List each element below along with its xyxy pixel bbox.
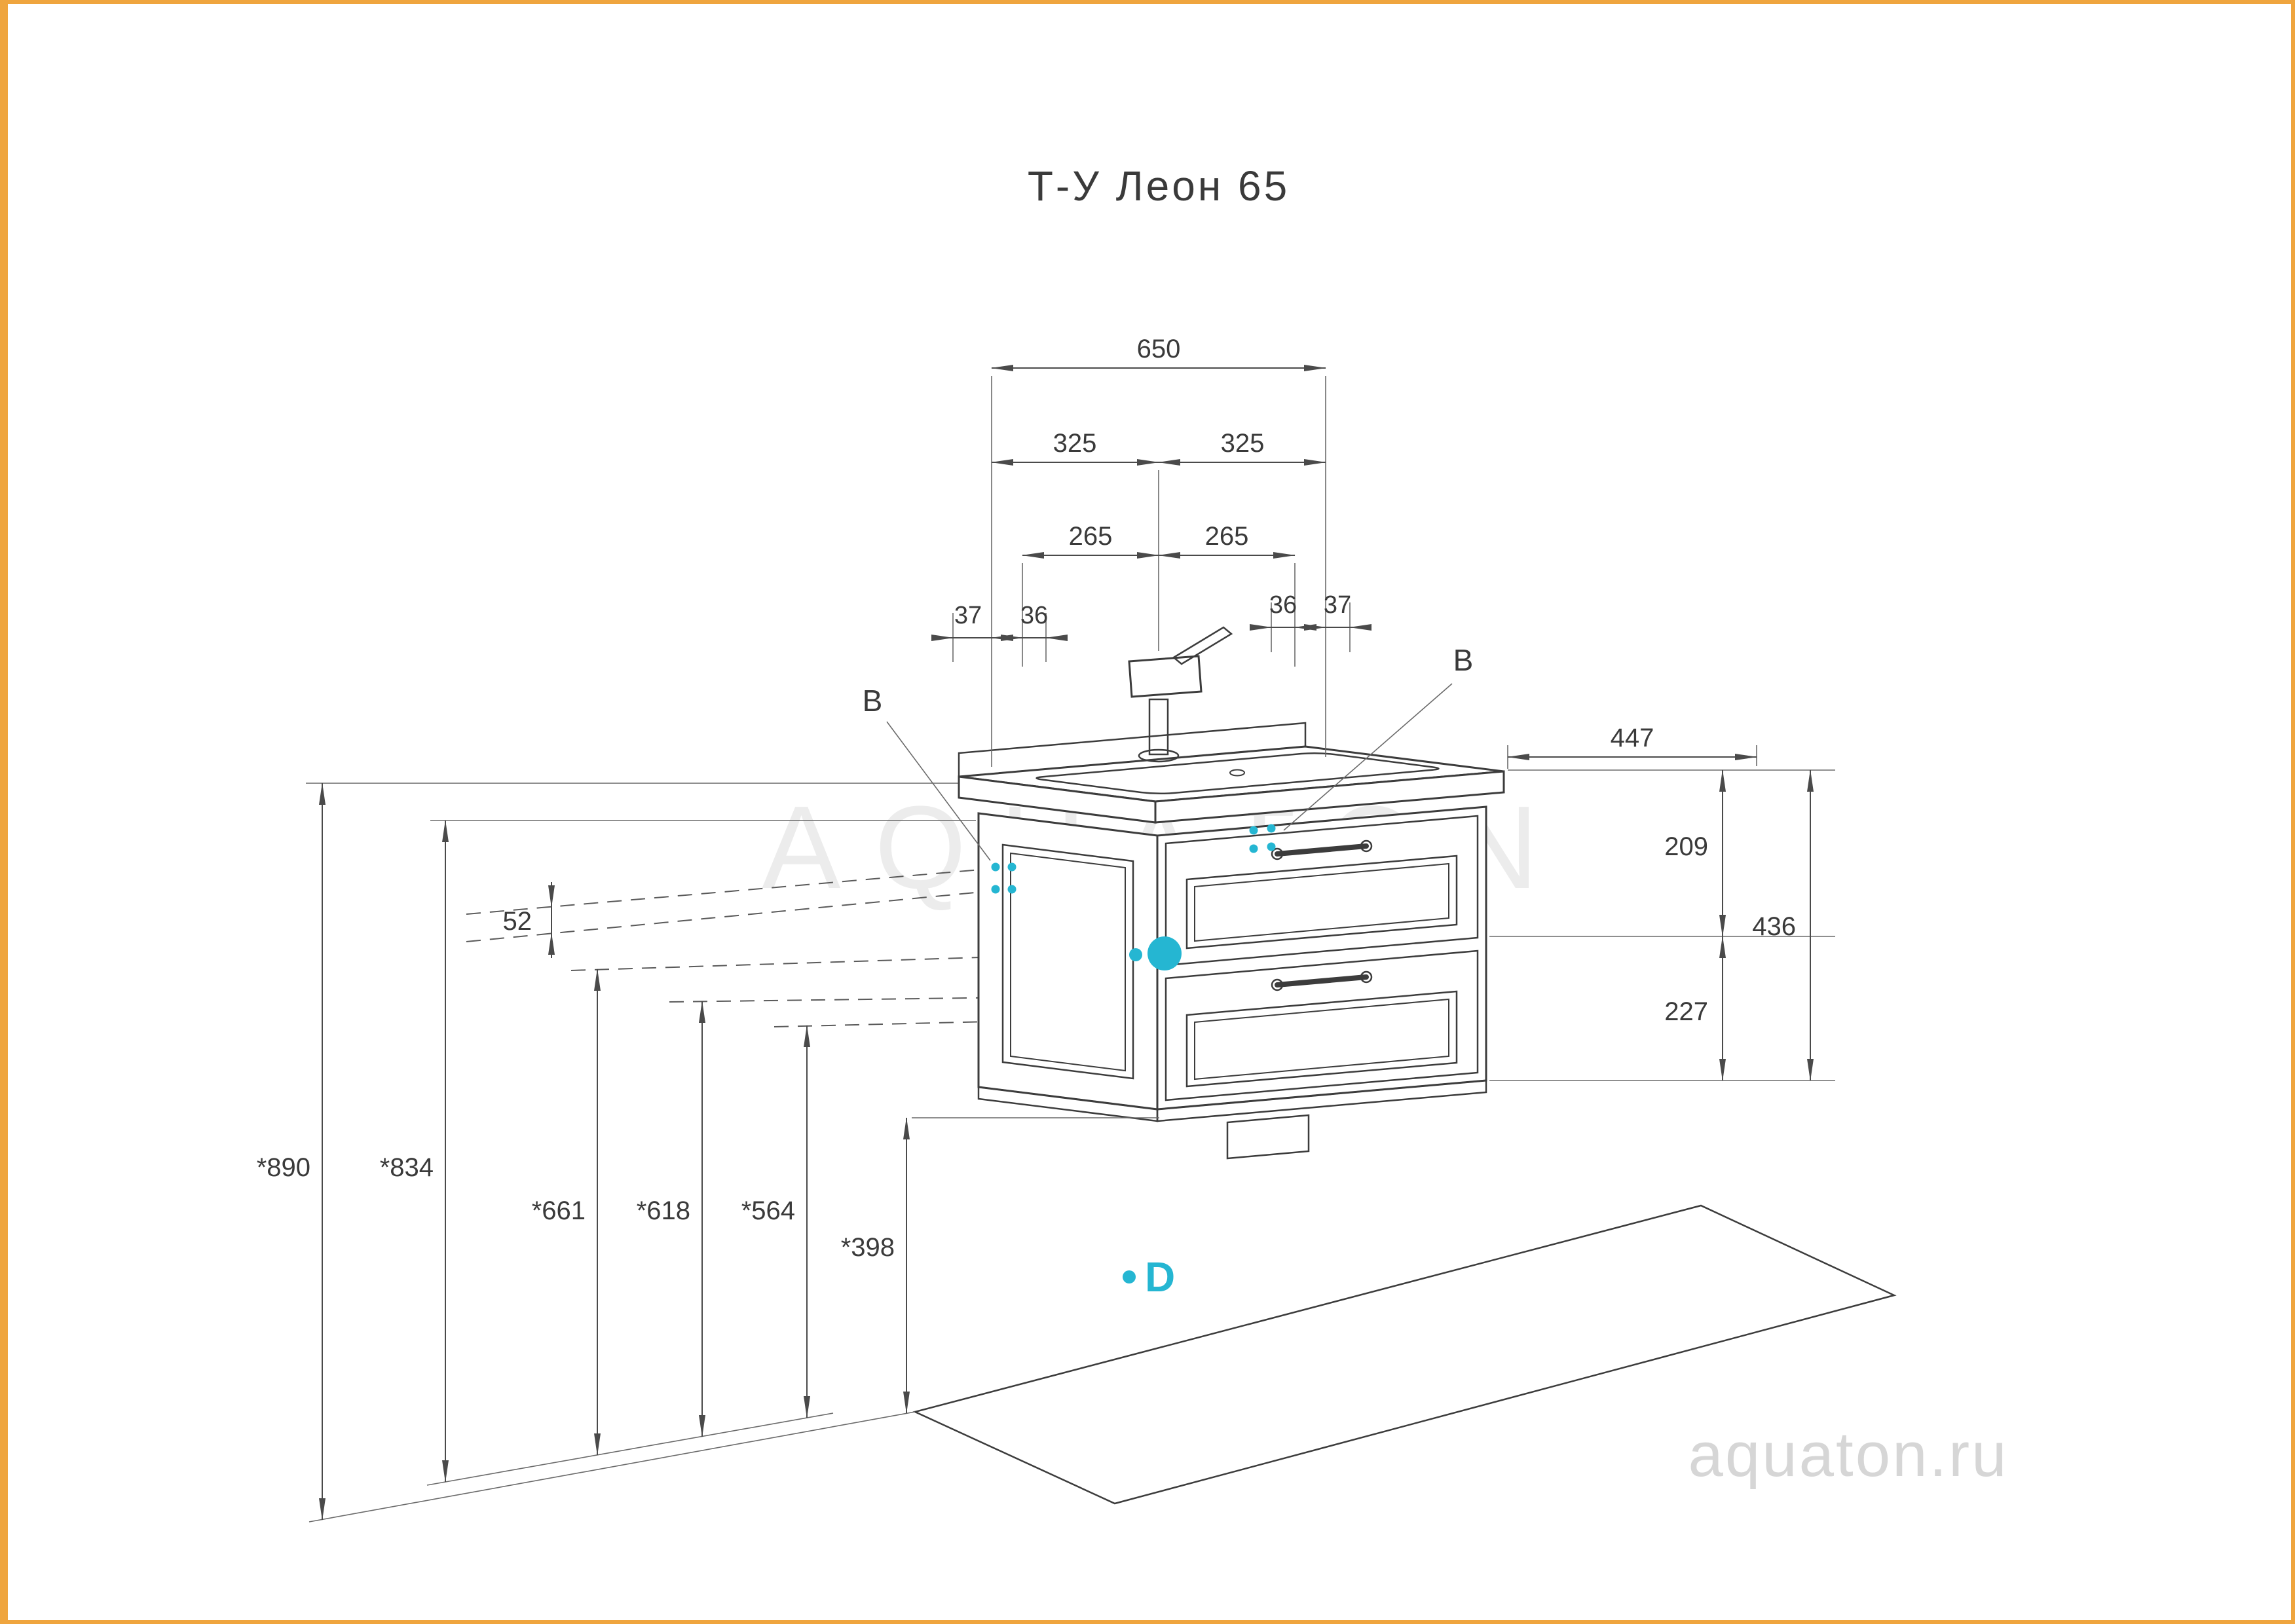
dim-447-label: 447	[1611, 724, 1654, 752]
dim-36-left-label: 36	[1020, 602, 1048, 629]
dimension-209: 209	[1664, 769, 1726, 937]
dim-36-right-label: 36	[1269, 591, 1297, 619]
dimension-618: *618	[637, 1001, 705, 1437]
dimension-661: *661	[532, 969, 601, 1456]
dimension-834: *834	[380, 820, 449, 1483]
dim-890-label: *890	[257, 1153, 310, 1182]
corner-fixing-marker	[1129, 936, 1182, 970]
dimension-325: 325 325	[991, 429, 1326, 651]
dim-325-right-label: 325	[1221, 429, 1265, 458]
floor-marker-d: D	[1145, 1253, 1175, 1301]
dim-227-label: 227	[1664, 997, 1708, 1026]
reference-lines-right	[1489, 769, 1835, 1081]
dimension-447: 447	[1507, 724, 1757, 769]
dim-37-right-label: 37	[1324, 591, 1351, 619]
floor-outline	[308, 1204, 1897, 1522]
dimension-227: 227	[1664, 936, 1726, 1081]
dimension-650: 650	[991, 335, 1326, 767]
drawer-2	[1165, 950, 1479, 1101]
dimension-398: *398	[841, 1117, 1159, 1414]
dim-265-left-label: 265	[1069, 522, 1113, 551]
section-label-right: В	[1283, 643, 1474, 831]
floor-fixing-marker: D	[1123, 1253, 1175, 1301]
dim-209-label: 209	[1664, 832, 1708, 861]
dim-834-label: *834	[380, 1153, 434, 1182]
drain	[1229, 769, 1245, 777]
section-b-right-label: В	[1453, 643, 1474, 677]
dim-37-left-label: 37	[954, 602, 982, 629]
dim-52-label: 52	[503, 907, 532, 936]
section-b-left-label: В	[863, 684, 883, 718]
dimension-36-37-right: 36 37	[1250, 591, 1371, 652]
dim-618-label: *618	[637, 1196, 690, 1225]
drawer-2-handle	[1275, 974, 1369, 987]
dim-661-label: *661	[532, 1196, 586, 1225]
dim-436-label: 436	[1752, 912, 1796, 941]
page-title: Т-У Леон 65	[1028, 162, 1290, 210]
side-panel-frame-inner	[1010, 852, 1126, 1072]
dim-265-right-label: 265	[1205, 522, 1249, 551]
faucet	[1128, 626, 1233, 763]
dimension-890: *890	[257, 783, 326, 1521]
dimension-37-36-left: 37 36	[931, 602, 1068, 662]
side-face	[977, 812, 1159, 1111]
technical-drawing: AQUATON	[257, 162, 2008, 1522]
dim-650-label: 650	[1137, 335, 1181, 363]
dim-564-label: *564	[741, 1196, 795, 1225]
section-label-left: В	[863, 684, 991, 861]
sink-bowl	[1036, 752, 1440, 795]
dimension-52: 52	[503, 882, 555, 958]
dimension-436: 436	[1752, 769, 1814, 1081]
counter-left-edge	[958, 775, 1157, 824]
side-panel-frame-outer	[1001, 843, 1134, 1080]
dimension-265: 265 265	[1022, 522, 1296, 667]
siphon-cover	[1226, 1114, 1310, 1160]
floor-panel	[912, 1204, 1897, 1505]
floor-line-long	[308, 1411, 916, 1522]
floor-line-short	[426, 1412, 834, 1486]
faucet-lever	[1172, 626, 1233, 665]
base-side	[977, 1086, 1159, 1122]
dim-325-left-label: 325	[1053, 429, 1097, 458]
vanity-cabinet	[977, 805, 1487, 1160]
reference-lines-left	[306, 783, 976, 821]
drawer-1-handle	[1275, 843, 1369, 857]
dimension-564: *564	[741, 1025, 810, 1418]
washbasin	[958, 722, 1505, 824]
watermark-url: aquaton.ru	[1688, 1420, 2008, 1490]
dim-398-label: *398	[841, 1233, 895, 1262]
drawer-1	[1165, 815, 1479, 967]
mounting-dots	[991, 824, 1276, 894]
